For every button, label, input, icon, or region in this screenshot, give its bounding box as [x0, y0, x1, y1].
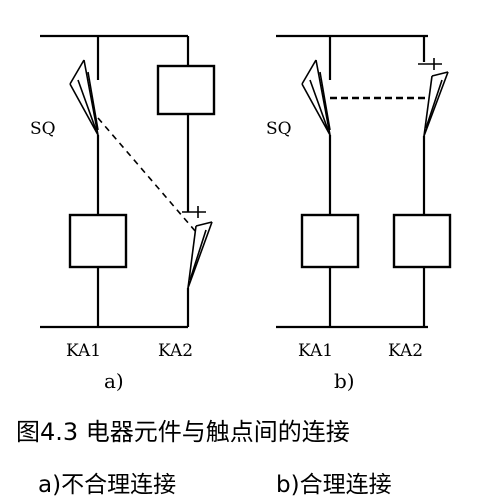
diagram-a-sub-label: a) — [104, 369, 124, 393]
diagram-b: SQ KA1 KA2 b) — [266, 34, 452, 393]
diagram-b-ka2-contact — [418, 58, 449, 137]
diagram-a-ka1-coil — [68, 213, 128, 269]
diagram-a-ka2-label: KA2 — [158, 341, 193, 361]
caption-a: a)不合理连接 — [38, 472, 176, 498]
diagram-a-sq-contact — [69, 59, 99, 136]
diagram-a-sq-label: SQ — [30, 119, 56, 139]
caption-b: b)合理连接 — [276, 472, 392, 498]
diagram-b-sub-label: b) — [334, 369, 355, 393]
diagram-a-ka1-label: KA1 — [66, 341, 101, 361]
diagram-a-ka2-coil — [156, 64, 216, 116]
diagram-b-ka1-coil — [300, 213, 360, 269]
diagram-b-sq-label: SQ — [266, 119, 292, 139]
diagram-a: SQ KA1 KA2 a) — [30, 34, 216, 393]
diagram-a-mechanical-link — [97, 117, 197, 233]
diagram-b-sq-contact — [301, 59, 331, 136]
figure-caption: 图4.3 电器元件与触点间的连接 — [16, 418, 350, 446]
diagram-b-ka2-coil — [392, 213, 452, 269]
diagram-b-ka1-label: KA1 — [298, 341, 333, 361]
diagram-b-ka2-label: KA2 — [388, 341, 423, 361]
diagram-a-ka2-contact — [182, 206, 213, 289]
